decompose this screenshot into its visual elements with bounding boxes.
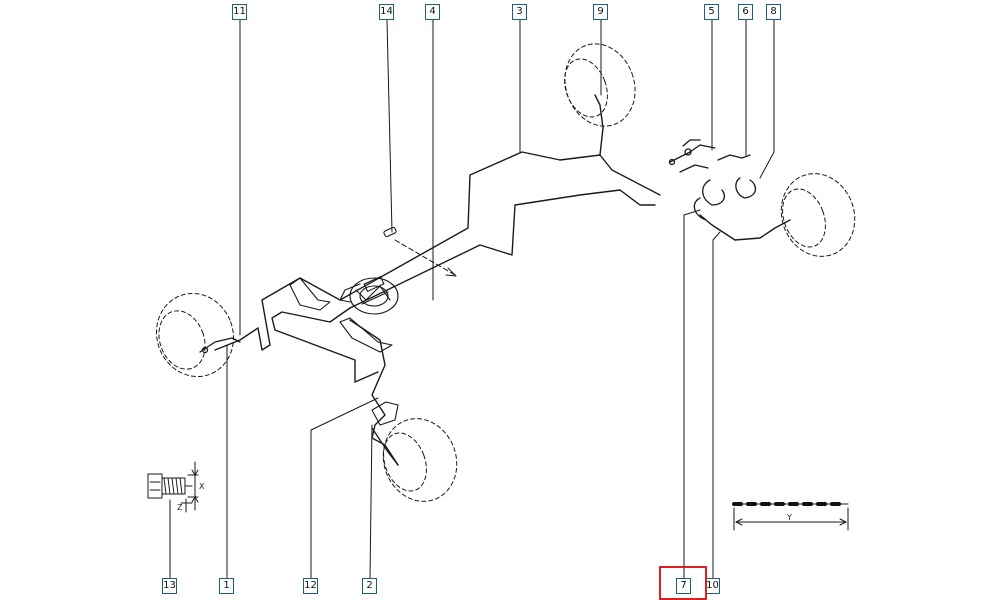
rear-flexible-hoses	[668, 139, 757, 221]
dimension-z-label: Z	[177, 503, 183, 512]
pipe-union-part	[383, 226, 397, 238]
callout-10[interactable]: 10	[705, 578, 720, 594]
front-right-wheel	[382, 418, 458, 502]
callout-6[interactable]: 6	[738, 4, 753, 20]
callout-9[interactable]: 9	[593, 4, 608, 20]
callout-8[interactable]: 8	[766, 4, 781, 20]
support-brackets	[289, 277, 399, 426]
callout-1[interactable]: 1	[219, 578, 234, 594]
callout-13[interactable]: 13	[162, 578, 177, 594]
callout-11[interactable]: 11	[232, 4, 247, 20]
leader-lines	[169, 19, 775, 579]
main-brake-pipes	[214, 94, 791, 466]
callout-7[interactable]: 7	[676, 578, 691, 594]
callout-4[interactable]: 4	[425, 4, 440, 20]
callout-12[interactable]: 12	[303, 578, 318, 594]
callout-5[interactable]: 5	[704, 4, 719, 20]
dimension-y-label: Y	[786, 513, 792, 522]
front-left-wheel	[156, 292, 234, 378]
callout-14[interactable]: 14	[379, 4, 394, 20]
pipe-nut-detail	[147, 461, 199, 513]
front-right-hose	[371, 427, 399, 466]
selected-callout-highlight	[659, 566, 707, 600]
scale-bar	[732, 502, 849, 531]
master-cylinder	[339, 276, 399, 315]
rear-left-wheel	[564, 43, 636, 127]
callout-2[interactable]: 2	[362, 578, 377, 594]
dimension-x-label: X	[199, 482, 205, 491]
projection-arrow	[394, 239, 457, 277]
front-left-hose	[199, 337, 241, 354]
rear-right-wheel	[780, 173, 856, 257]
callout-3[interactable]: 3	[512, 4, 527, 20]
